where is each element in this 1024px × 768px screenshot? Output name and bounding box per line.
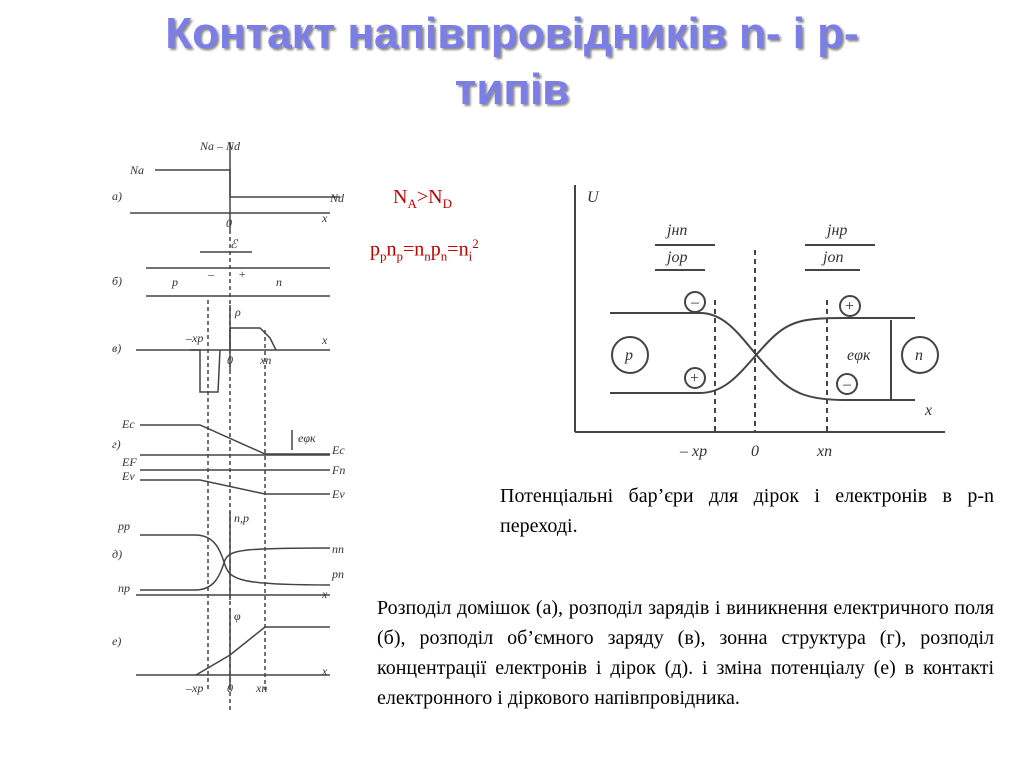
label-xn-e: xn [255, 681, 267, 695]
title-line-1: Контакт напівпровідників n- і р- [165, 9, 859, 58]
label-u: U [587, 189, 600, 206]
label-jor: jор [665, 249, 687, 266]
label-v: в) [112, 341, 121, 355]
label-xp-e: –xp [185, 681, 203, 695]
label-p-b: p [171, 275, 178, 289]
label-ec-r: Ec [331, 443, 345, 457]
label-jon: jоп [821, 249, 843, 266]
label-zero-right: 0 [751, 443, 759, 460]
plus-sign: + [238, 267, 246, 281]
hole-sign: + [689, 370, 700, 387]
label-zero-a: 0 [226, 216, 232, 230]
label-np: np [118, 581, 130, 595]
label-a: а) [112, 189, 122, 203]
label-pp: pp [117, 519, 130, 533]
caption-potential-barriers: Потенціальні бар’єри для дірок і електро… [500, 485, 994, 537]
label-ec: Ec [121, 417, 135, 431]
label-jnp: jнп [665, 222, 687, 239]
label-field: ℰ [230, 237, 239, 251]
label-nn: nn [332, 542, 344, 556]
label-x-right: x [924, 402, 932, 419]
label-n-region: n [915, 347, 923, 364]
label-xn-right: xn [816, 443, 832, 460]
label-n-b: n [276, 275, 282, 289]
label-na: Na [129, 163, 144, 177]
label-na-nd: Na – Nd [199, 139, 241, 153]
label-e: е) [112, 634, 121, 648]
label-x-d: x [321, 587, 328, 601]
title-line-2: типів [454, 65, 570, 114]
label-p-region: p [624, 347, 633, 364]
label-x-e: x [321, 664, 328, 678]
label-xp-v: –xp [185, 331, 203, 345]
label-ephi-right: eφк [847, 347, 871, 364]
label-ef: EF [121, 455, 137, 469]
label-b: б) [112, 274, 122, 288]
label-x-v: x [321, 333, 328, 347]
label-jnr: jнр [825, 222, 847, 239]
label-zero-e: 0 [227, 681, 233, 695]
page-title: Контакт напівпровідників n- і р- типів [0, 6, 1024, 118]
label-d: д) [112, 547, 122, 561]
minus-sign: – [207, 267, 215, 281]
label-g: г) [112, 437, 121, 451]
left-figure-panels: а) Na Na – Nd Nd x 0 б) ℰ p n – + в) ρ –… [112, 139, 345, 710]
label-fn: Fn [331, 463, 345, 477]
label-xn-v: xn [259, 353, 271, 367]
label-nd: Nd [329, 191, 345, 205]
caption-distributions: Розподіл домішок (а), розподіл зарядів і… [377, 597, 994, 709]
label-ev-r: Ev [331, 487, 345, 501]
right-figure-barriers: U x jнп jнр jор jоп p n eφк – xp 0 xn – … [574, 185, 945, 460]
hole-sign-n: + [844, 298, 855, 315]
label-zero-v: 0 [227, 353, 233, 367]
label-ephi: eφк [298, 431, 316, 445]
formula-na-gt-nd: NA>ND [393, 186, 452, 211]
electron-sign-n: – [842, 376, 852, 393]
formula-mass-action: ppnp=nnpn=ni2 [370, 236, 479, 264]
label-pn: pn [331, 567, 344, 581]
electron-sign: – [690, 294, 700, 311]
label-phi: φ [234, 609, 241, 623]
label-rho: ρ [234, 305, 241, 319]
label-x-a: x [321, 211, 328, 225]
label-xp-right: – xp [679, 443, 707, 460]
label-ev: Ev [121, 469, 135, 483]
label-np-axis: n,p [234, 511, 249, 525]
